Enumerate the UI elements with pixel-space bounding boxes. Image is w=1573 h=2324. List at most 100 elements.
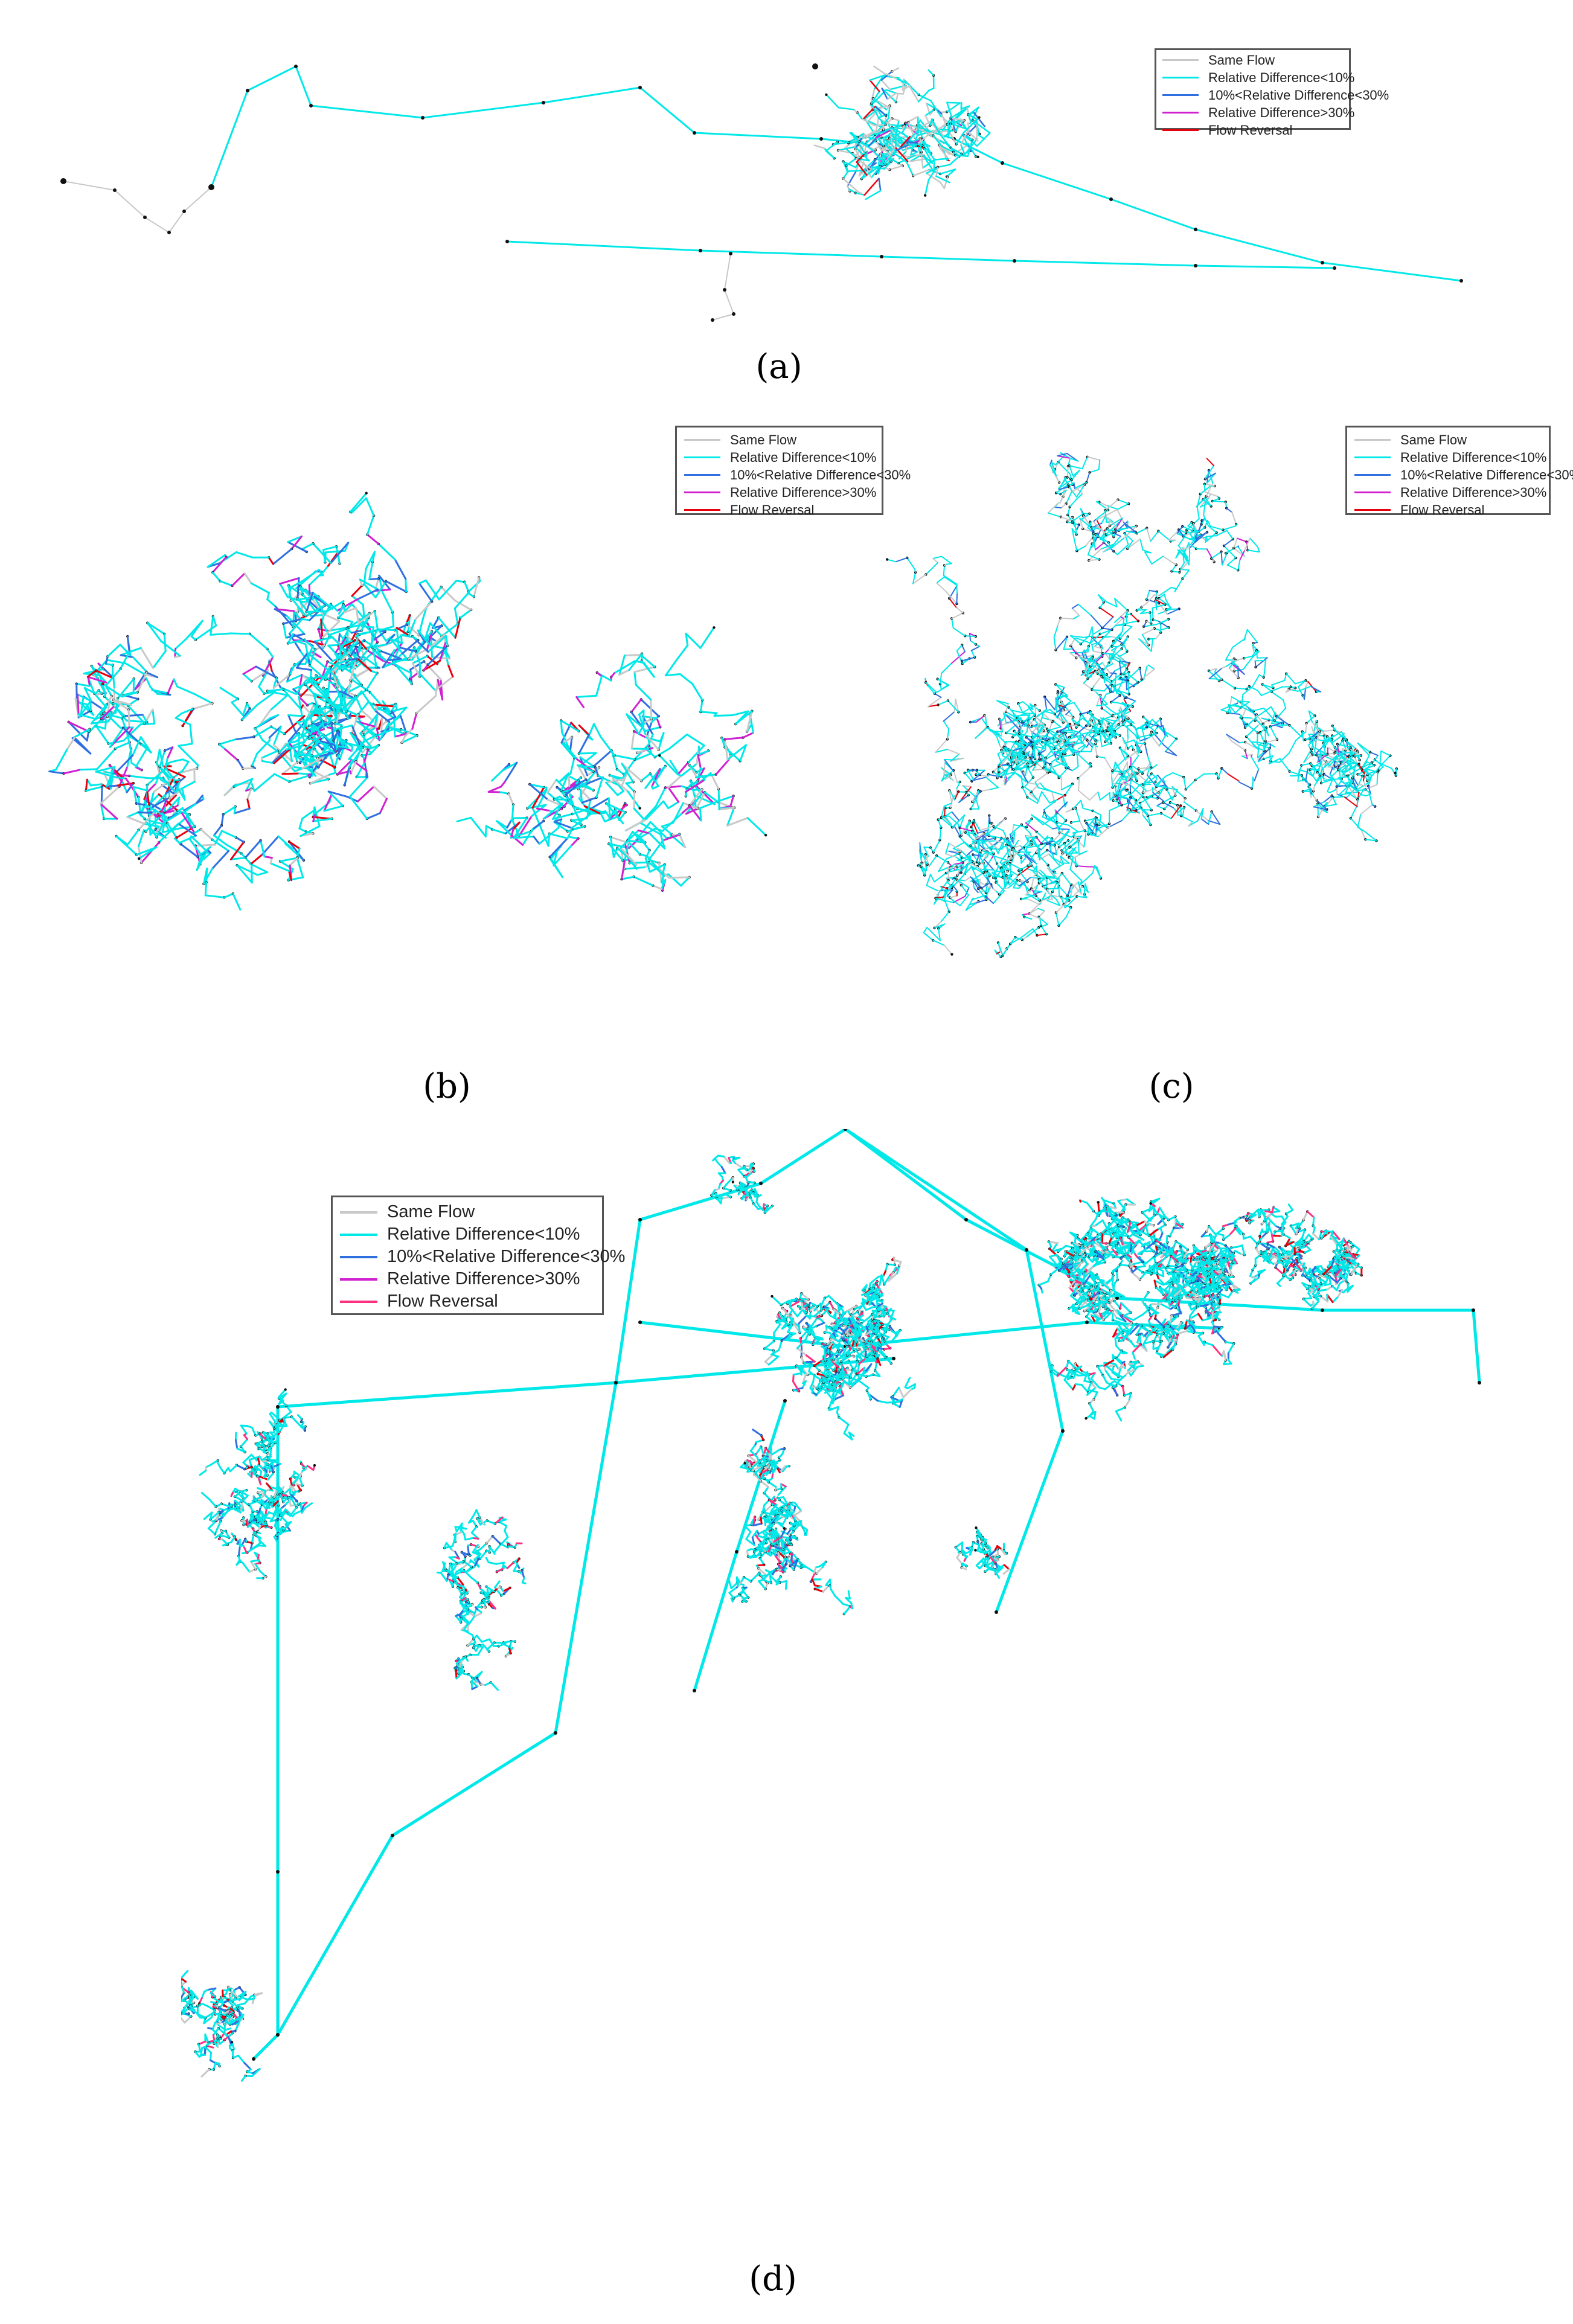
pipe-link xyxy=(320,618,331,638)
pipe-link xyxy=(1168,531,1178,541)
pipe-link xyxy=(365,672,379,691)
pipe-link xyxy=(154,808,157,831)
pipe-link xyxy=(579,789,583,804)
pipe-link xyxy=(941,113,947,125)
pipe-link xyxy=(943,576,958,586)
pipe-link xyxy=(1077,840,1080,856)
pipe-link xyxy=(1226,530,1234,540)
pipe-link xyxy=(79,768,98,771)
pipe-link xyxy=(549,837,569,858)
pipe-link xyxy=(414,600,433,621)
pipe-link xyxy=(1203,514,1209,527)
pipe-link xyxy=(667,775,682,789)
pipe-link xyxy=(1025,834,1029,843)
pipe-link xyxy=(1164,738,1177,752)
pipe-link xyxy=(356,763,365,778)
pipe-link xyxy=(266,648,274,658)
pipe-link xyxy=(1101,730,1109,744)
pipe-link xyxy=(1123,642,1128,652)
pipe-link xyxy=(348,658,359,661)
pipe-link xyxy=(1083,682,1097,693)
pipe-link xyxy=(1139,612,1151,615)
pipe-link xyxy=(952,885,957,891)
pipe-link xyxy=(878,178,882,192)
pipe-link xyxy=(437,616,457,639)
pipe-link xyxy=(408,648,429,660)
pipe-link xyxy=(1147,732,1158,739)
legend-swatch xyxy=(1162,77,1199,78)
pipe-link xyxy=(1085,663,1098,677)
pipe-link xyxy=(303,740,321,759)
pipe-link xyxy=(649,863,666,873)
pipe-link xyxy=(1157,725,1168,738)
pipe-link xyxy=(528,783,549,801)
pipe-link xyxy=(679,673,694,685)
pipe-link xyxy=(960,144,966,156)
pipe-link xyxy=(961,656,976,662)
pipe-link xyxy=(1118,527,1131,530)
pipe-link xyxy=(1215,530,1228,537)
pipe-link xyxy=(272,677,278,690)
pipe-link xyxy=(950,757,965,762)
pipe-link xyxy=(289,663,296,676)
pipe-link xyxy=(924,109,935,117)
pipe-link xyxy=(626,713,644,729)
pipe-link xyxy=(1237,559,1241,571)
pipe-link xyxy=(908,128,920,141)
pipe-link xyxy=(389,706,408,713)
pipe-link xyxy=(1146,527,1152,542)
pipe-link xyxy=(939,147,949,159)
pipe-link xyxy=(1112,765,1118,774)
pipe-link xyxy=(1126,530,1138,534)
pipe-link xyxy=(1070,820,1081,824)
pipe-link xyxy=(287,714,298,735)
pipe-link xyxy=(181,803,197,815)
pipe-link xyxy=(1106,505,1118,510)
legend-swatch xyxy=(684,456,720,458)
pipe-link xyxy=(658,754,679,776)
pipe-link xyxy=(404,669,412,674)
pipe-link xyxy=(605,781,619,796)
pipe-link xyxy=(427,644,449,666)
pipe-link xyxy=(370,670,379,674)
pipe-link xyxy=(236,864,253,884)
pipe-link xyxy=(1100,662,1110,676)
pipe-link xyxy=(912,574,927,584)
pipe-link xyxy=(344,766,350,786)
pipe-link xyxy=(1158,602,1168,615)
pipe-link xyxy=(1141,627,1155,635)
pipe-link xyxy=(950,874,958,886)
pipe-link xyxy=(1115,520,1129,533)
pipe-link xyxy=(854,192,865,196)
pipe-link xyxy=(210,615,214,636)
pipe-link xyxy=(173,781,196,793)
pipe-link xyxy=(1060,452,1071,459)
pipe-link xyxy=(207,554,226,568)
pipe-link xyxy=(356,658,372,672)
pipe-link xyxy=(288,586,292,597)
pipe-link xyxy=(348,743,360,747)
pipe-link xyxy=(213,834,227,845)
pipe-link xyxy=(726,809,734,827)
pipe-link xyxy=(618,669,630,676)
pipe-link xyxy=(1141,602,1148,608)
pipe-link xyxy=(594,766,600,777)
pipe-link xyxy=(287,720,307,743)
pipe-link xyxy=(640,698,660,717)
pipe-link xyxy=(951,811,960,822)
pipe-link xyxy=(1151,555,1164,565)
pipe-link xyxy=(825,141,839,152)
pipe-link xyxy=(668,876,691,879)
pipe-link xyxy=(1056,898,1061,906)
pipe-link xyxy=(1076,754,1079,767)
pipe-link xyxy=(1090,745,1094,752)
pipe-link xyxy=(1072,745,1075,752)
pipe-link xyxy=(335,747,345,751)
pipe-link xyxy=(967,130,979,142)
pipe-link xyxy=(1072,885,1083,897)
pipe-link xyxy=(411,655,429,665)
pipe-link xyxy=(274,773,290,783)
pipe-link xyxy=(1060,896,1066,909)
pipe-link xyxy=(1058,916,1067,926)
pipe-link xyxy=(1088,548,1102,562)
